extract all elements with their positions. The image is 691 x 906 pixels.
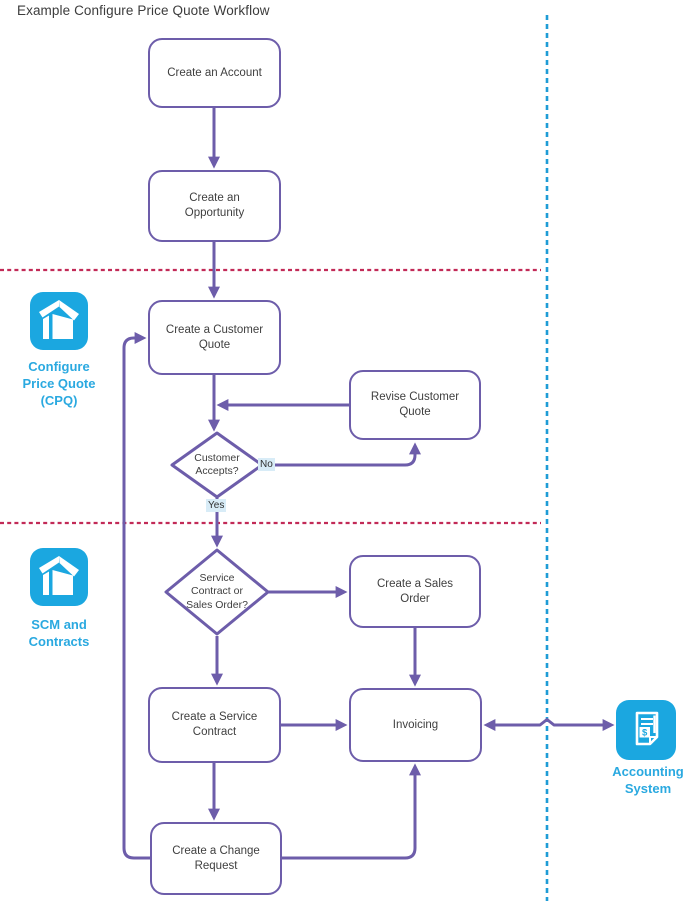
accounting-invoice-icon: $	[616, 700, 676, 765]
edge-changerequest-to-quote-loop	[122, 332, 150, 860]
edge-invoicing-accounting-bidirectional	[483, 718, 615, 731]
node-create-opportunity: Create an Opportunity	[148, 170, 281, 242]
scm-lane-label: SCM and Contracts	[28, 617, 90, 649]
cpq-lane-label: Configure Price Quote (CPQ)	[22, 359, 96, 408]
decision-contract-or-salesorder-shape	[164, 548, 270, 636]
node-create-customer-quote: Create a Customer Quote	[148, 300, 281, 375]
cpq-box-icon	[30, 292, 88, 355]
scm-box-icon	[30, 548, 88, 611]
node-create-sales-order: Create a Sales Order	[349, 555, 481, 628]
node-invoicing: Invoicing	[349, 688, 482, 762]
edge-label-yes: Yes	[206, 499, 227, 512]
svg-text:$: $	[642, 728, 648, 739]
edge-changerequest-to-invoicing	[282, 763, 421, 860]
node-create-account: Create an Account	[148, 38, 281, 108]
page-title: Example Configure Price Quote Workflow	[17, 3, 270, 18]
decision-customer-accepts-shape	[170, 431, 264, 499]
edge-label-no: No	[258, 458, 275, 471]
accounting-system-label: Accounting System	[612, 764, 684, 796]
node-create-change-request: Create a Change Request	[150, 822, 282, 895]
edge-no-to-revise	[262, 442, 421, 467]
node-create-service-contract: Create a Service Contract	[148, 687, 281, 763]
node-revise-customer-quote: Revise Customer Quote	[349, 370, 481, 440]
